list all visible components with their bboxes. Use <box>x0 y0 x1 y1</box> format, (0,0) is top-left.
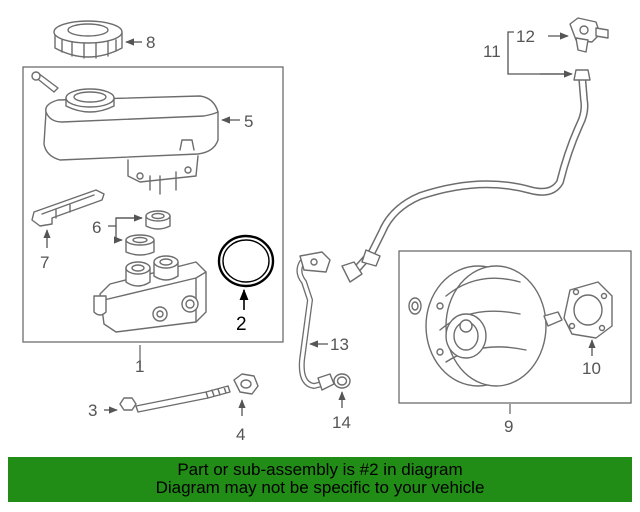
part-8-reservoir-cap <box>53 20 123 59</box>
part-5-reservoir <box>43 88 219 195</box>
part-7-sensor-bracket <box>31 189 105 227</box>
callout-1: 1 <box>135 357 144 376</box>
callout-14: 14 <box>332 413 351 432</box>
callout-2: 2 <box>236 314 247 335</box>
part-3-bolt <box>119 385 231 413</box>
part-10-gasket <box>563 281 613 339</box>
callout-12: 12 <box>516 27 535 46</box>
part-11-vacuum-hose <box>341 69 591 283</box>
part-12-check-valve <box>569 17 609 53</box>
callout-13: 13 <box>330 335 349 354</box>
banner-line-1: Part or sub-assembly is #2 in diagram <box>177 460 463 479</box>
callout-8: 8 <box>146 33 155 52</box>
assembly-box-1 <box>22 66 284 343</box>
assembly-box-9 <box>398 250 632 404</box>
callout-5: 5 <box>244 112 253 131</box>
part-9-brake-booster <box>408 265 563 387</box>
callout-6: 6 <box>92 218 101 237</box>
info-banner: Part or sub-assembly is #2 in diagram Di… <box>8 457 632 502</box>
callout-7: 7 <box>40 253 49 272</box>
part-2-seal-ring <box>217 234 275 288</box>
part-1-master-cylinder <box>93 255 207 333</box>
part-13-vacuum-tube <box>296 251 335 391</box>
callout-10: 10 <box>582 359 601 378</box>
part-6-grommets <box>125 210 171 256</box>
part-14-seal <box>333 373 351 389</box>
fluid-level-sensor <box>31 71 59 93</box>
banner-line-2: Diagram may not be specific to your vehi… <box>155 478 485 497</box>
callout-11: 11 <box>483 42 501 61</box>
callout-4: 4 <box>236 425 245 444</box>
part-4-nut <box>233 373 259 395</box>
callout-3: 3 <box>88 401 97 420</box>
callout-9: 9 <box>504 417 513 436</box>
